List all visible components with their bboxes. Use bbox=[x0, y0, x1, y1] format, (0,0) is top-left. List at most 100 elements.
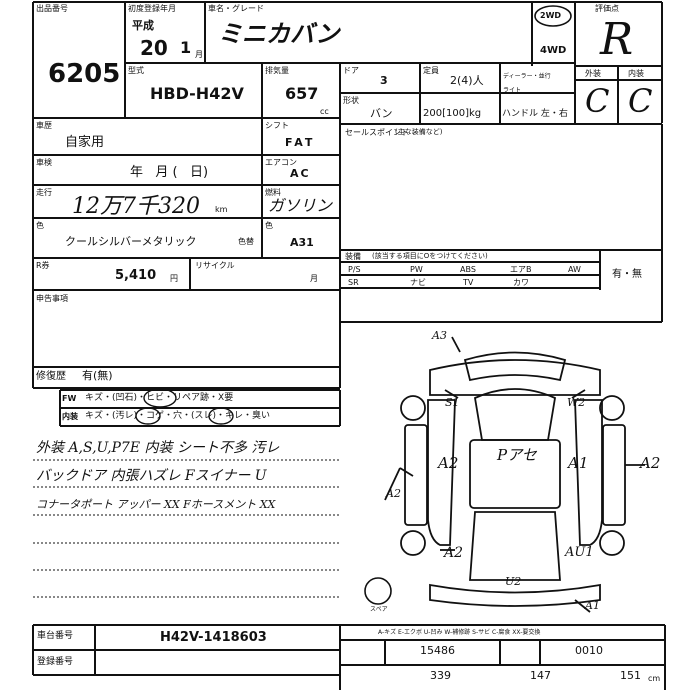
chassis-label: 車台番号 bbox=[37, 631, 74, 641]
mileage-label: 走行 bbox=[36, 188, 52, 197]
use-label: 車歴 bbox=[36, 121, 52, 130]
car-diagram bbox=[384, 336, 645, 613]
equip-ps: P/S bbox=[348, 265, 361, 274]
load-value: 200[100]kg bbox=[423, 108, 482, 119]
grade-label: 評価点 bbox=[595, 4, 619, 13]
door-label: ドア bbox=[343, 66, 359, 75]
month-unit: 月 bbox=[195, 50, 203, 59]
seats-value: 2(4)人 bbox=[450, 74, 484, 87]
mileage-unit: km bbox=[215, 205, 228, 214]
mark-u2: U2 bbox=[505, 575, 522, 588]
fuel-label: 燃料 bbox=[265, 188, 281, 197]
equip-navi: ナビ bbox=[410, 278, 426, 287]
seats-label: 定員 bbox=[423, 66, 439, 75]
model-label: 車名・グレード bbox=[208, 4, 264, 13]
ac-label: エアコン bbox=[265, 158, 297, 167]
reg-label: 登録番号 bbox=[37, 657, 74, 667]
model-code: HBD-H42V bbox=[150, 84, 244, 103]
type-value: バン bbox=[370, 107, 393, 120]
drive-2wd: 2WD bbox=[540, 11, 562, 20]
mark-a1-right: A1 bbox=[568, 454, 589, 472]
mark-a2-side: A2 bbox=[386, 487, 401, 500]
dim-width: 147 bbox=[530, 669, 551, 682]
use-value: 自家用 bbox=[65, 135, 105, 150]
chassis-value: H42V-1418603 bbox=[160, 630, 267, 645]
light-note: ライト bbox=[503, 87, 522, 94]
tax-value: 5,410 bbox=[115, 268, 157, 283]
equip-abs: ABS bbox=[460, 265, 476, 274]
dim-height: 151 bbox=[620, 669, 641, 682]
cc-unit: cc bbox=[320, 107, 329, 116]
lot-number: 6205 bbox=[48, 59, 121, 89]
equip-pw: PW bbox=[410, 265, 423, 274]
spare-tire-icon bbox=[364, 577, 392, 605]
mark-pase: Pアセ bbox=[497, 446, 537, 464]
dealer-note: ディーラー・並行 bbox=[503, 73, 551, 80]
mark-a2-left: A2 bbox=[438, 454, 459, 472]
inspection-label: 車検 bbox=[36, 158, 52, 167]
mark-w2: W2 bbox=[567, 396, 586, 409]
equip-note: (該当する項目にOをつけてください) bbox=[372, 252, 488, 260]
tax-label: R券 bbox=[36, 261, 50, 270]
notes-label: 申告事項 bbox=[36, 294, 68, 303]
cc-value: 657 bbox=[285, 84, 319, 103]
equip-label: 装備 bbox=[345, 252, 361, 261]
mark-a2-far: A2 bbox=[640, 454, 661, 472]
sales-point-label: セールスポイント bbox=[345, 128, 409, 137]
dim-length: 339 bbox=[430, 669, 451, 682]
car-name: ミニカバン bbox=[218, 19, 340, 48]
drive-4wd: 4WD bbox=[540, 45, 567, 56]
handle-value: ハンドル 左・右 bbox=[502, 109, 568, 119]
era: 平成 bbox=[132, 19, 154, 32]
mark-au1: AU1 bbox=[565, 545, 594, 560]
door-value: 3 bbox=[380, 74, 388, 87]
tax-unit: 円 bbox=[170, 274, 178, 283]
mark-a3: A3 bbox=[432, 329, 447, 342]
equip-leather: カワ bbox=[513, 278, 529, 287]
color-value: クールシルバーメタリック bbox=[65, 235, 197, 248]
interior-label: 内装 bbox=[62, 412, 78, 421]
color-code-header: 色 bbox=[265, 221, 273, 230]
year: 20 bbox=[140, 36, 168, 60]
mark-s1: S1 bbox=[445, 396, 460, 409]
drive-2wd-circle bbox=[534, 5, 572, 27]
int-label: 内装 bbox=[628, 69, 644, 78]
equip-sr: SR bbox=[348, 278, 359, 287]
type-label: 形状 bbox=[343, 96, 359, 105]
remark-line-2: バックドア 内張ハズレ Fスイナー U bbox=[36, 468, 267, 484]
mileage-value: 12万7千320 bbox=[72, 194, 200, 219]
recycle-unit: 月 bbox=[310, 274, 318, 283]
color-code-label: 色替 bbox=[238, 237, 254, 246]
ac-value: AC bbox=[290, 167, 311, 180]
shift-value: FAT bbox=[285, 136, 316, 149]
fw-items: キズ・(凹石)・ヒビ・リペア跡・X要 bbox=[85, 393, 234, 403]
remark-line-3: コナータポート アッパー XX Fホースメント XX bbox=[36, 498, 276, 511]
model-code-label: 型式 bbox=[128, 66, 144, 75]
mark-a1-rear: A1 bbox=[585, 599, 600, 612]
int-grade: C bbox=[628, 82, 653, 120]
equip-aw: AW bbox=[568, 265, 581, 274]
first-reg-label: 初度登録年月 bbox=[128, 4, 176, 13]
equip-airbag: エアB bbox=[510, 265, 532, 274]
shift-label: シフト bbox=[265, 121, 289, 130]
remark-line-1: 外装 A,S,U,P7E 内装 シート不多 汚レ bbox=[36, 440, 280, 456]
history-label: 修復歴 bbox=[36, 371, 66, 382]
dims-unit: cm bbox=[648, 674, 661, 683]
equip-tv: TV bbox=[463, 278, 474, 287]
interior-items: キズ・(汚レ)・コゲ・穴・(スレ)・キレ・臭い bbox=[85, 411, 271, 421]
inspection-value: 年 月 ( 日) bbox=[130, 165, 209, 180]
cc-label: 排気量 bbox=[265, 66, 289, 75]
fuel-value: ガソリン bbox=[268, 196, 333, 215]
spare-label: スペア bbox=[370, 606, 388, 613]
bottom-number-2: 0010 bbox=[575, 644, 603, 657]
grade: R bbox=[600, 14, 634, 65]
history-value: 有(無) bbox=[82, 369, 113, 382]
bottom-number-1: 15486 bbox=[420, 644, 455, 657]
recycle-label: リサイクル bbox=[195, 261, 235, 270]
mark-a2-rear: A2 bbox=[444, 545, 464, 561]
color-code-value: A31 bbox=[290, 236, 314, 249]
month: 1 bbox=[180, 38, 192, 57]
equip-yes-no: 有・無 bbox=[612, 269, 642, 280]
lot-label: 出品番号 bbox=[36, 4, 68, 13]
